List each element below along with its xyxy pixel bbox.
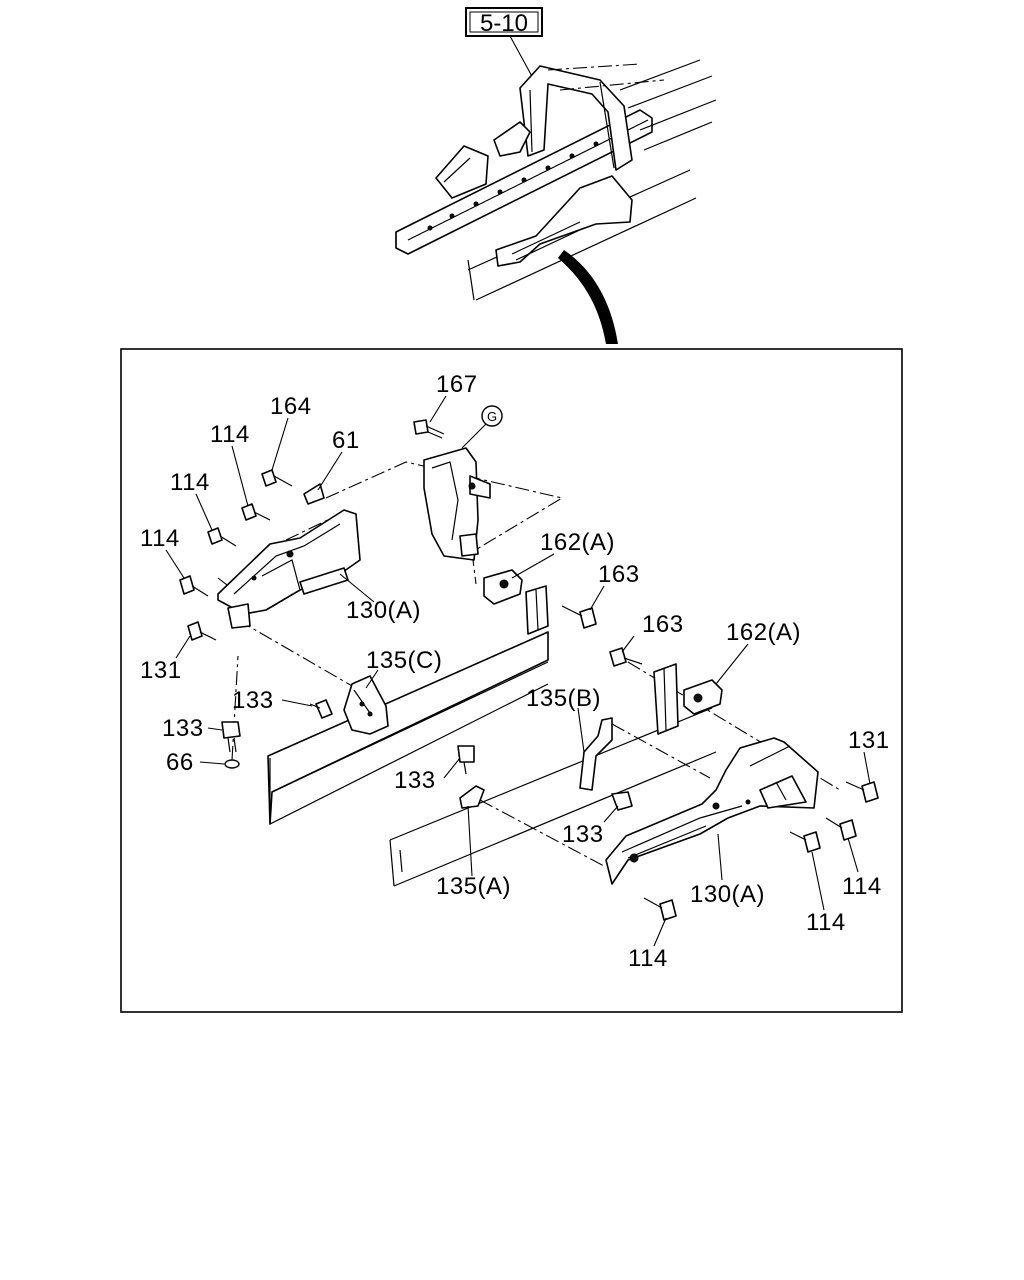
callout-135a[interactable]: 135(A): [436, 873, 511, 900]
bolt-133-c[interactable]: [457, 745, 475, 775]
callout-131-right[interactable]: 131: [848, 727, 890, 754]
bracket-130a-left[interactable]: [217, 509, 361, 629]
callout-133-c[interactable]: 133: [394, 767, 436, 794]
callout-130a-right[interactable]: 130(A): [690, 881, 765, 908]
bolt-164[interactable]: [261, 469, 293, 487]
leader-lines: [165, 395, 871, 947]
rail-holes: [427, 141, 599, 231]
bolt-133-d[interactable]: [611, 791, 633, 811]
callout-133-d[interactable]: 133: [562, 821, 604, 848]
callout-167[interactable]: 167: [436, 371, 478, 398]
grommet-marker[interactable]: [481, 405, 503, 427]
bracket-135b[interactable]: [579, 717, 613, 791]
reference-label[interactable]: 5-10: [480, 10, 528, 37]
bolt-131-left[interactable]: [187, 621, 217, 641]
bracket-g[interactable]: [423, 447, 491, 561]
grommet-label: G: [487, 409, 497, 424]
bolt-163-top[interactable]: [561, 605, 597, 629]
bolt-114-b[interactable]: [207, 527, 237, 547]
callout-164[interactable]: 164: [270, 393, 312, 420]
bracket-130a-right[interactable]: [605, 737, 819, 885]
callout-66[interactable]: 66: [166, 749, 194, 776]
bolt-133-a[interactable]: [309, 699, 333, 719]
bolt-133-b[interactable]: [221, 721, 241, 753]
clip-162a-mid[interactable]: [683, 679, 723, 715]
frame-rail-left: [267, 631, 549, 825]
detail-frame: [120, 348, 903, 1013]
callout-131-left[interactable]: 131: [140, 657, 182, 684]
bolt-114-c[interactable]: [179, 575, 209, 597]
bracket-135c[interactable]: [343, 675, 389, 735]
callout-162a-mid[interactable]: 162(A): [726, 619, 801, 646]
callout-114-r3[interactable]: 114: [628, 945, 668, 972]
frame-rail-right: [389, 707, 717, 887]
callout-114-a[interactable]: 114: [210, 421, 250, 448]
bolt-163-mid[interactable]: [609, 647, 643, 667]
callout-163-mid[interactable]: 163: [642, 611, 684, 638]
callout-133-a[interactable]: 133: [232, 687, 274, 714]
callout-114-r2[interactable]: 114: [806, 909, 846, 936]
washer-66[interactable]: [224, 759, 240, 769]
post-upper[interactable]: [525, 585, 549, 635]
callout-labels: 167 164 61 114 114 114 162(A) 163 130(A)…: [140, 371, 890, 972]
bolt-131-right[interactable]: [845, 781, 879, 803]
callout-61[interactable]: 61: [332, 427, 360, 454]
callout-114-b[interactable]: 114: [170, 469, 210, 496]
callout-130a-left[interactable]: 130(A): [346, 597, 421, 624]
bracket-135a[interactable]: [459, 785, 485, 809]
bolt-167[interactable]: [413, 419, 445, 439]
bolt-114-r1[interactable]: [825, 817, 857, 841]
callout-114-r1[interactable]: 114: [842, 873, 882, 900]
callout-162a-top[interactable]: 162(A): [540, 529, 615, 556]
bolt-114-r3[interactable]: [643, 897, 677, 921]
callout-135c[interactable]: 135(C): [366, 647, 442, 674]
bolt-114-r2[interactable]: [789, 831, 821, 853]
callout-135b[interactable]: 135(B): [526, 685, 601, 712]
callout-133-b[interactable]: 133: [162, 715, 204, 742]
reference-box[interactable]: [465, 7, 543, 37]
callout-114-c[interactable]: 114: [140, 525, 180, 552]
bolt-114-a[interactable]: [241, 503, 271, 521]
bracket-61[interactable]: [303, 483, 325, 505]
callout-163-top[interactable]: 163: [598, 561, 640, 588]
post-163-mid[interactable]: [653, 663, 679, 735]
clip-162a-top[interactable]: [483, 569, 523, 605]
overview-illustration: 5-10: [395, 7, 717, 344]
